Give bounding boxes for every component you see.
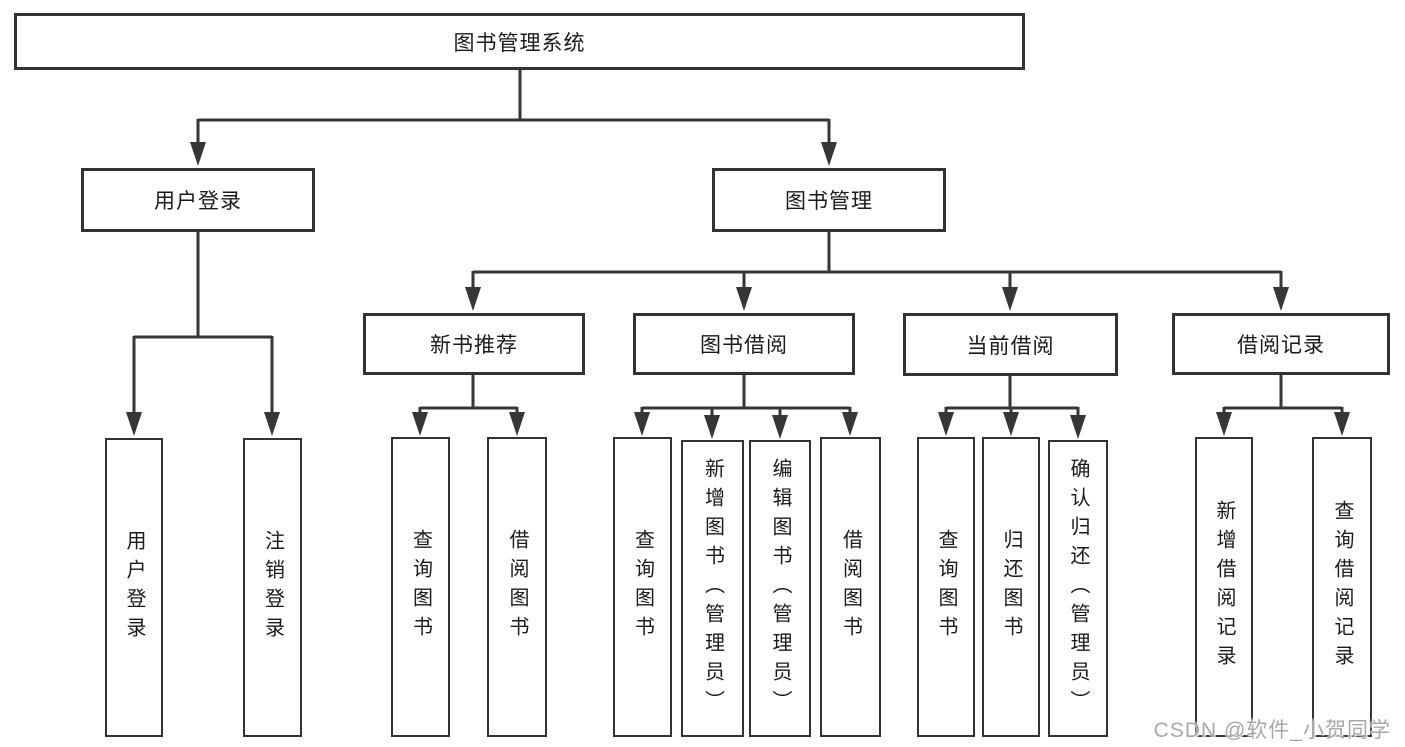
arrow-down-icon <box>264 412 280 436</box>
node-label: 查询图书 <box>631 529 654 645</box>
leaf-add-borrow-record: 新增借阅记录 <box>1195 437 1253 737</box>
node-library-system: 图书管理系统 <box>14 13 1025 70</box>
node-current-borrowing: 当前借阅 <box>903 313 1118 376</box>
node-label: 图书管理 <box>785 190 873 213</box>
node-label: 用户登录 <box>154 190 242 213</box>
leaf-logout: 注销登录 <box>243 438 302 737</box>
node-user-login: 用户登录 <box>81 168 315 232</box>
arrow-down-icon <box>509 412 525 436</box>
node-label: 新增借阅记录 <box>1213 500 1235 674</box>
leaf-edit-books-admin: 编辑图书（管理员） <box>749 440 811 737</box>
node-label: 编辑图书（管理员） <box>769 458 791 719</box>
node-book-borrowing: 图书借阅 <box>633 313 855 375</box>
arrow-down-icon <box>465 287 481 311</box>
node-label: 查询图书 <box>935 529 957 645</box>
arrow-down-icon <box>772 415 788 439</box>
csdn-watermark: CSDN @软件_小贺同学 <box>1153 719 1391 742</box>
node-new-book-recommend: 新书推荐 <box>363 313 585 375</box>
node-label: 图书管理系统 <box>453 31 586 55</box>
node-label: 归还图书 <box>1000 529 1022 645</box>
node-label: 图书借阅 <box>700 334 788 357</box>
leaf-query-books-recommend: 查询图书 <box>391 437 450 737</box>
arrow-down-icon <box>412 412 428 436</box>
node-label: 新增图书（管理员） <box>701 458 724 719</box>
leaf-confirm-return-admin: 确认归还（管理员） <box>1048 440 1108 737</box>
node-label: 借阅图书 <box>839 529 862 645</box>
node-label: 借阅记录 <box>1237 334 1325 357</box>
leaf-query-books-current: 查询图书 <box>917 437 975 737</box>
node-label: 注销登录 <box>261 529 284 646</box>
node-label: 用户登录 <box>123 529 145 646</box>
arrow-down-icon <box>704 415 720 439</box>
arrow-down-icon <box>634 412 650 436</box>
arrow-down-icon <box>821 142 837 166</box>
arrow-down-icon <box>1070 415 1086 439</box>
node-book-management: 图书管理 <box>712 168 946 232</box>
node-label: 借阅图书 <box>506 529 528 645</box>
arrow-down-icon <box>736 287 752 311</box>
tree-connector-path <box>132 69 1344 419</box>
node-label: 新书推荐 <box>430 334 518 357</box>
node-label: 查询图书 <box>409 529 432 645</box>
arrow-down-icon <box>190 142 206 166</box>
leaf-query-borrow-record: 查询借阅记录 <box>1312 437 1372 737</box>
node-label: 查询借阅记录 <box>1331 500 1353 674</box>
leaf-user-login: 用户登录 <box>105 438 163 737</box>
node-borrowing-records: 借阅记录 <box>1172 313 1390 375</box>
arrow-down-icon <box>1216 412 1232 436</box>
arrow-down-icon <box>1334 412 1350 436</box>
arrow-down-icon <box>1273 287 1289 311</box>
arrow-down-icon <box>938 412 954 436</box>
arrowhead-icons <box>126 142 1350 439</box>
leaf-borrow-books: 借阅图书 <box>820 437 881 737</box>
leaf-borrow-books-recommend: 借阅图书 <box>487 437 547 737</box>
arrow-down-icon <box>842 412 858 436</box>
arrow-down-icon <box>126 412 142 436</box>
node-label: 确认归还（管理员） <box>1067 458 1089 719</box>
leaf-return-books: 归还图书 <box>982 437 1040 737</box>
node-label: 当前借阅 <box>966 334 1055 358</box>
arrow-down-icon <box>1003 412 1019 436</box>
leaf-query-books-borrowing: 查询图书 <box>613 437 672 737</box>
arrow-down-icon <box>1002 287 1018 311</box>
leaf-add-books-admin: 新增图书（管理员） <box>681 440 744 737</box>
